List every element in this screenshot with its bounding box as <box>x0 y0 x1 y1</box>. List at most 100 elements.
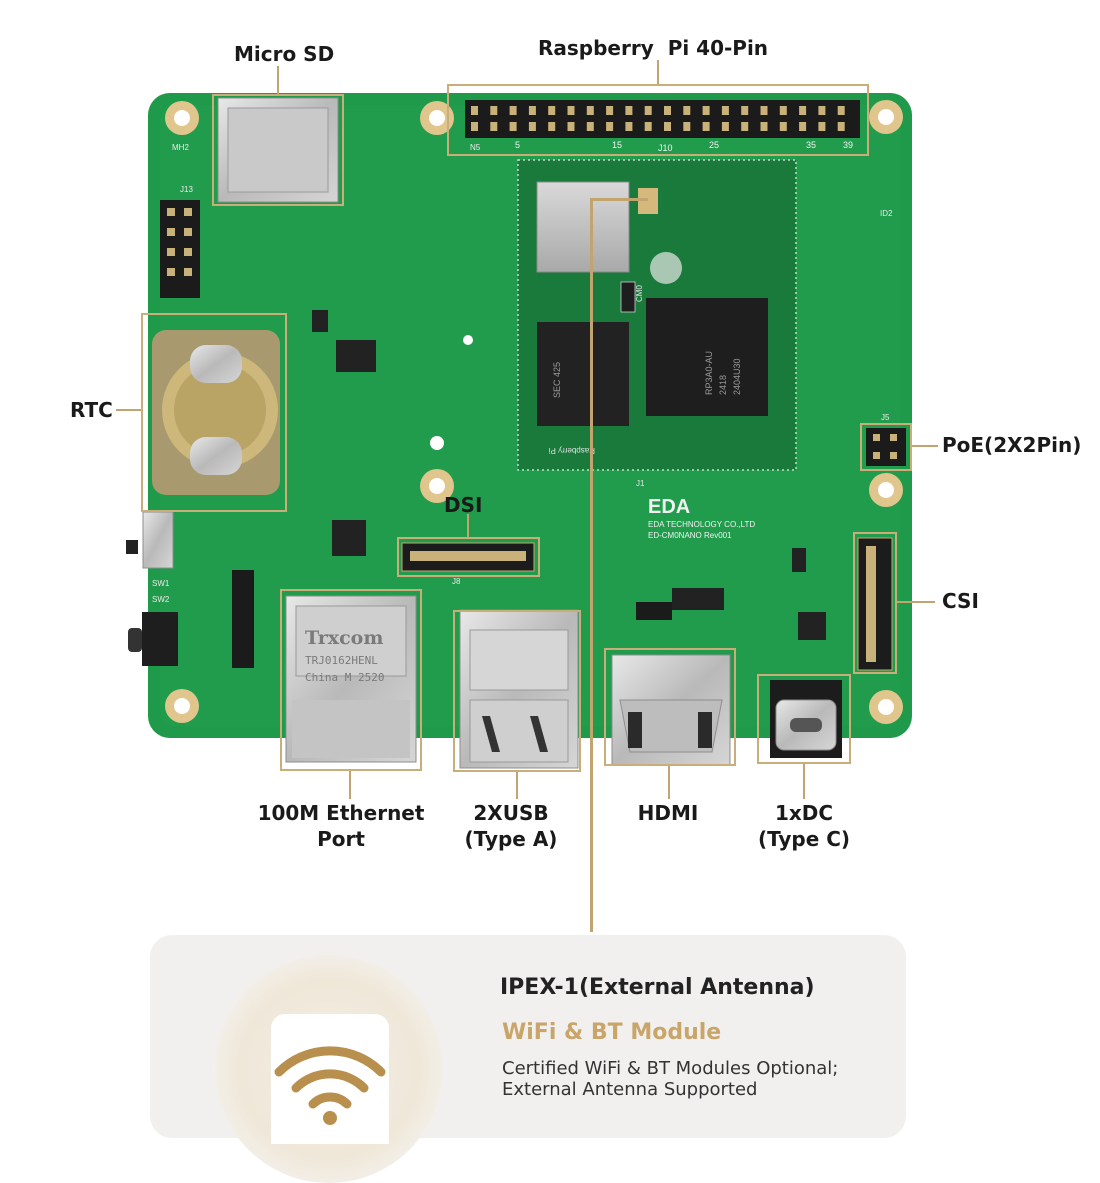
gpio-pin <box>586 106 594 115</box>
gpio-pin <box>548 122 556 131</box>
rtc-leader <box>116 409 141 411</box>
gpio-pin <box>644 122 652 131</box>
gpio-pin <box>741 106 749 115</box>
gpio-pin <box>471 106 478 115</box>
gpio-pin <box>799 106 807 115</box>
ethernet-label-line1: 100M Ethernet <box>257 801 425 825</box>
gpio-pin <box>625 122 633 131</box>
gpio-highlight <box>447 84 869 156</box>
dc-label-line1: 1xDC <box>774 801 834 825</box>
microsd-highlight <box>212 94 344 206</box>
sw2-label: SW2 <box>152 595 170 604</box>
csi-label: CSI <box>942 589 979 613</box>
pin-number: 15 <box>612 140 622 150</box>
gpio-pin <box>837 122 845 131</box>
id2-label: ID2 <box>880 209 893 218</box>
ethernet-highlight <box>280 589 422 771</box>
gpio-pin <box>818 106 826 115</box>
rtc-label: RTC <box>70 398 113 422</box>
ethernet-brand: Trxcom <box>305 627 383 649</box>
rtc-battery-holder <box>152 330 280 495</box>
poe-header <box>866 428 906 466</box>
usb-c-jack <box>770 680 842 758</box>
gpio-pin <box>548 106 556 115</box>
dsi-highlight <box>397 537 540 577</box>
gpio-pin <box>471 122 478 131</box>
j13-label: J13 <box>180 185 193 194</box>
ethernet-model: TRJ0162HENL <box>305 654 378 667</box>
gpio-pin <box>741 122 749 131</box>
gpio-pin <box>567 122 575 131</box>
usb-label: 2XUSB (Type A) <box>446 800 576 852</box>
gpio-pin <box>586 122 594 131</box>
mounting-holes <box>165 100 903 724</box>
gpio-pin <box>683 122 691 131</box>
gpio-pin <box>721 122 729 131</box>
ethernet-label: 100M Ethernet Port <box>256 800 426 852</box>
card-subtitle: WiFi & BT Module <box>502 1020 722 1045</box>
j1-label: J1 <box>636 479 645 488</box>
j13-header <box>160 200 200 298</box>
gpio-pin <box>606 122 614 131</box>
dc-leader <box>803 764 805 799</box>
poe-highlight <box>860 423 912 471</box>
pcb-board-illustration: N5 5 15 J10 25 35 39 ID2 MH2 J13 CM0 RP3… <box>126 93 912 769</box>
gpio-pin <box>606 106 614 115</box>
gpio-pin <box>528 122 536 131</box>
hdmi-jack <box>611 654 731 766</box>
card-title: IPEX-1(External Antenna) <box>500 975 815 1000</box>
dsi-label: DSI <box>444 493 483 517</box>
gpio-pin <box>567 106 575 115</box>
ethernet-jack <box>285 595 417 763</box>
gpio-pin <box>644 106 652 115</box>
gpio-pin <box>818 122 826 131</box>
ram-label: SEC 425 <box>552 362 562 398</box>
microsd-leader <box>277 66 279 94</box>
csi-highlight <box>853 532 897 674</box>
gpio-pin <box>528 106 536 115</box>
poe-leader <box>912 445 938 447</box>
board-rev: ED-CM0NANO Rev001 <box>648 531 732 540</box>
poe-label: PoE(2X2Pin) <box>942 433 1082 457</box>
csi-leader <box>897 601 935 603</box>
dc-label-line2: (Type C) <box>757 827 851 851</box>
wifi-icon-tile <box>271 1014 389 1144</box>
gpio-pin <box>490 106 498 115</box>
pin-number: 25 <box>709 140 719 150</box>
hdmi-highlight <box>604 648 736 766</box>
dc-highlight <box>757 674 851 764</box>
gpio-pin <box>509 106 517 115</box>
eda-logo: EDA <box>648 496 690 518</box>
ethernet-leader <box>349 771 351 799</box>
microsd-label: Micro SD <box>234 42 335 66</box>
gpio-pin <box>779 106 787 115</box>
gpio-pin <box>664 122 671 131</box>
gpio-pin <box>625 106 633 115</box>
gpio-pin <box>509 122 517 131</box>
j5-label: J5 <box>881 413 890 422</box>
pin-number: 39 <box>843 140 853 150</box>
gpio-label: Raspberry Pi 40-Pin <box>538 36 769 60</box>
usb-highlight <box>453 610 581 772</box>
soc-label-3: 2404U30 <box>732 358 742 395</box>
soc-label: RP3A0-AU <box>704 351 714 395</box>
rtc-highlight <box>141 313 287 512</box>
ethernet-origin: China M 2520 <box>305 671 384 684</box>
card-description: Certified WiFi & BT Modules Optional; Ex… <box>502 1058 839 1100</box>
pin-number: 5 <box>515 140 520 150</box>
gpio-pin <box>664 106 671 115</box>
hdmi-label: HDMI <box>637 801 699 825</box>
gpio-pins <box>471 106 845 131</box>
usb-label-line1: 2XUSB <box>473 801 549 825</box>
mh2-label: MH2 <box>172 143 189 152</box>
usb-jack <box>459 609 579 769</box>
gpio-pin <box>760 122 768 131</box>
gpio-leader <box>657 60 659 84</box>
wifi-icon <box>274 1046 386 1125</box>
rpi-text: Raspberry Pi <box>549 446 595 455</box>
gpio-pin <box>837 106 845 115</box>
pin-number: 35 <box>806 140 816 150</box>
gpio-pin <box>683 106 691 115</box>
gpio-pin <box>702 122 710 131</box>
j8-label: J8 <box>452 577 461 586</box>
